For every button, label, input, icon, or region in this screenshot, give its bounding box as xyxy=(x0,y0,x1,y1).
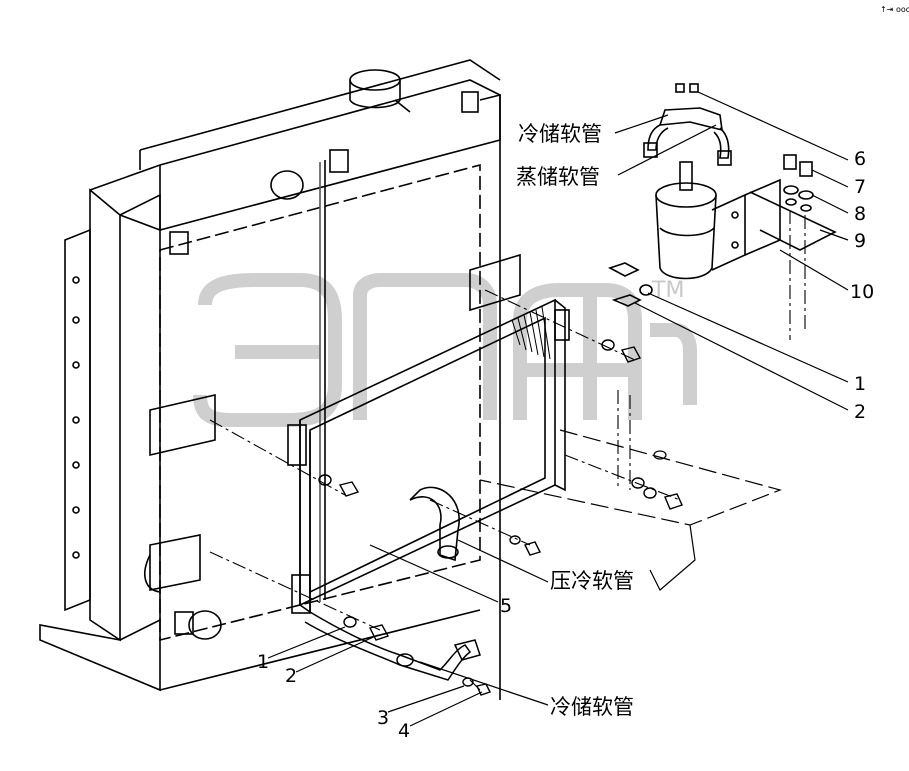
bottom-hose xyxy=(304,611,481,681)
callout-10: 10 xyxy=(850,281,874,303)
label-cold-storage-hose-top: 冷储软管 xyxy=(518,122,602,146)
callout-9: 9 xyxy=(854,230,866,252)
corner-watermark: ↑⇥ ooo xyxy=(880,5,909,14)
callout-1-right: 1 xyxy=(854,373,866,395)
label-evaporator-storage-hose: 蒸储软管 xyxy=(516,165,600,189)
fasteners xyxy=(318,339,683,696)
callout-1-left: 1 xyxy=(257,651,269,673)
callout-2-left: 2 xyxy=(285,665,297,687)
label-compressor-cold-hose: 压冷软管 xyxy=(550,569,634,593)
callout-5: 5 xyxy=(500,595,512,617)
label-cold-storage-hose-bottom: 冷储软管 xyxy=(550,695,634,719)
callout-2-right: 2 xyxy=(854,401,866,423)
mounting-plate xyxy=(479,429,782,591)
condenser xyxy=(287,298,570,614)
watermark-logo xyxy=(193,273,697,427)
callout-3: 3 xyxy=(377,707,389,729)
leader-lines xyxy=(267,91,849,727)
radiator-assembly xyxy=(39,59,521,700)
callout-8: 8 xyxy=(854,203,866,225)
callout-7: 7 xyxy=(854,176,866,198)
fastener-lines xyxy=(209,210,806,691)
receiver-drier xyxy=(607,83,837,307)
trademark-mark: TM xyxy=(651,278,684,303)
callout-6: 6 xyxy=(854,148,866,170)
callout-4: 4 xyxy=(398,720,410,742)
